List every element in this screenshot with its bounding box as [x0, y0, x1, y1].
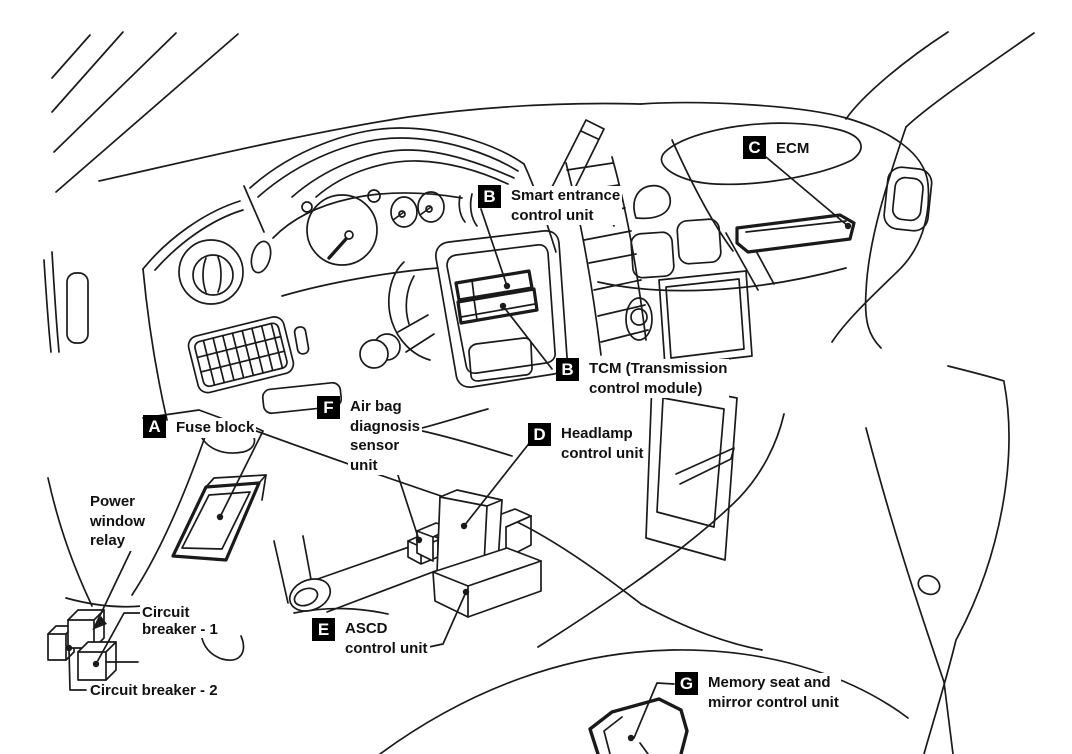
shift-lever: [548, 119, 605, 199]
label-circuit-breaker-2: Circuit breaker - 2: [88, 681, 220, 701]
instrument-hood: [243, 127, 557, 297]
center-bezel: [435, 193, 568, 388]
callout-label: mirror control unit: [706, 692, 841, 712]
callout-letter-badge: C: [743, 136, 766, 159]
callout-label: ASCD: [343, 619, 430, 639]
headlight-switch-knob: [178, 239, 244, 305]
fuse-block-drawing: [171, 474, 267, 562]
airbag-sensor-bracket: [407, 522, 453, 565]
vent-grille: [187, 316, 295, 394]
callout-label: ECM: [774, 139, 812, 159]
callout-ecm: C ECM: [743, 136, 812, 159]
callout-label: control unit: [559, 443, 646, 463]
ecm-drawing: [735, 213, 856, 254]
callout-label: unit: [348, 455, 423, 475]
memory-seat-unit-drawing: [588, 697, 689, 754]
callout-label: Smart entrance: [509, 186, 623, 206]
label-line: Circuit breaker - 2: [88, 681, 220, 701]
label-line: window: [88, 511, 147, 531]
left-dash-panel: [142, 200, 343, 454]
instrument-cluster: [301, 189, 445, 266]
a-pillar-lines: [51, 31, 642, 193]
callout-label: control unit: [509, 205, 623, 225]
callout-label: control unit: [343, 638, 430, 658]
callout-letter-badge: B: [478, 185, 501, 208]
callout-label: Fuse block: [174, 418, 257, 438]
callout-label: TCM (Transmission: [587, 359, 730, 379]
center-vents: [625, 184, 753, 367]
callout-label: sensor: [348, 436, 423, 456]
left-door-lines: [43, 251, 143, 608]
callout-label: Air bag: [348, 397, 423, 417]
callout-letter-badge: A: [143, 415, 166, 438]
defroster-vent-ladder: [565, 139, 734, 356]
passenger-dash: [597, 31, 1035, 754]
label-line: relay: [88, 531, 147, 551]
circuit-breaker-1-cube: [77, 641, 139, 681]
callout-label: diagnosis: [348, 416, 423, 436]
callout-label: Headlamp: [559, 424, 646, 444]
callout-letter-badge: D: [528, 423, 551, 446]
door-handle: [883, 166, 933, 232]
callout-label: control module): [587, 378, 730, 398]
callout-fuse-block: A Fuse block: [143, 415, 257, 438]
label-line: breaker - 1: [140, 621, 220, 638]
label-line: Circuit: [140, 604, 220, 621]
callout-letter-badge: E: [312, 618, 335, 641]
steering-column-stalk: [359, 261, 435, 369]
callout-label: Memory seat and: [706, 673, 841, 693]
callout-letter-badge: G: [675, 672, 698, 695]
callout-letter-badge: B: [556, 358, 579, 381]
console-lower-panel: [645, 381, 738, 561]
tcm-drawing: [456, 287, 539, 325]
label-line: Power: [88, 492, 147, 512]
callout-letter-badge: F: [317, 396, 340, 419]
